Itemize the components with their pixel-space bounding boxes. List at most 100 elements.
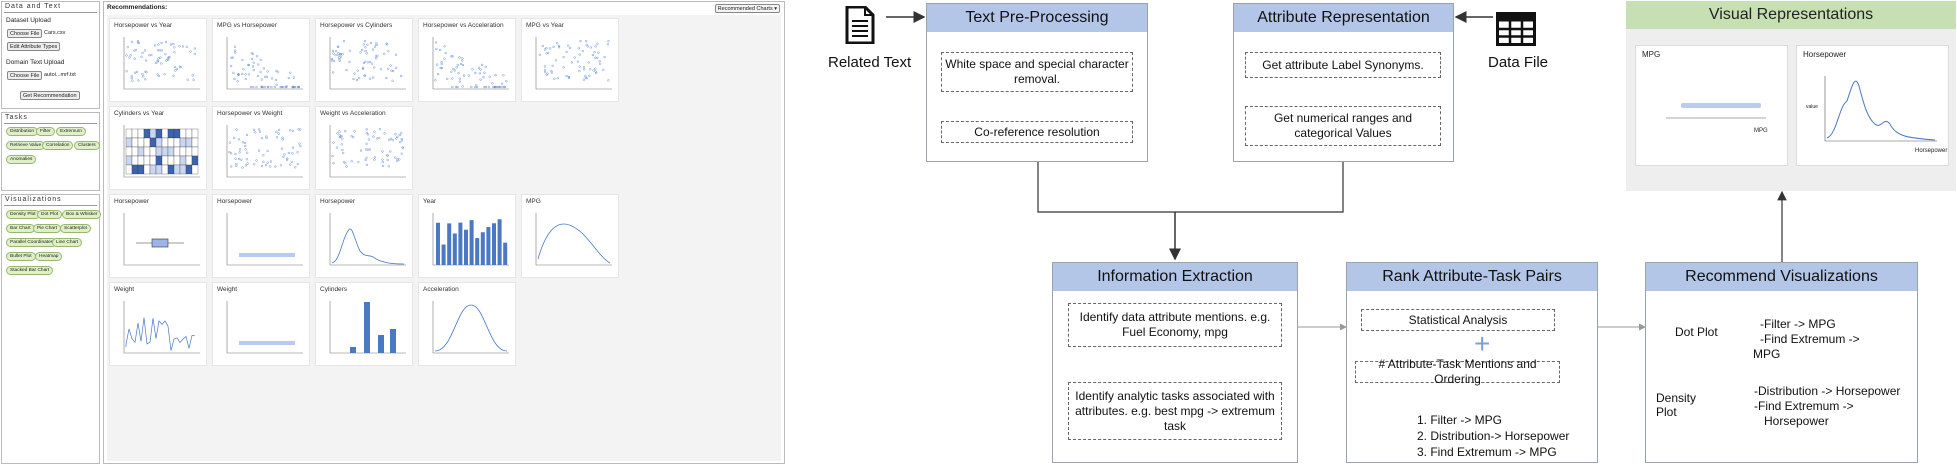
task-chip[interactable]: Anomalies — [6, 155, 37, 164]
chart-card[interactable]: Horsepower vs Weight — [212, 106, 310, 190]
chart-thumbnail — [329, 37, 406, 90]
visualizations-panel: Visualizations Density Plot Dot Plot Box… — [1, 194, 102, 464]
horsepower-density-plot: Horsepower Horsepower value — [1796, 45, 1949, 166]
task-chip[interactable]: Distribution — [6, 127, 38, 136]
rank-item: 1. Filter -> MPG — [1417, 413, 1503, 427]
chart-card-title: Cylinders vs Year — [114, 110, 165, 117]
get-recommendation-button[interactable]: Get Recommendation — [20, 91, 80, 100]
task-chip[interactable]: Extremum — [56, 127, 86, 136]
chart-card[interactable]: Horsepower — [212, 194, 310, 278]
vis-chip[interactable]: Bullet Plot — [6, 252, 36, 261]
chart-card[interactable]: Cylinders — [315, 282, 413, 366]
chart-card[interactable]: Horsepower vs Cylinders — [315, 18, 413, 102]
box-title: Attribute Representation — [1234, 4, 1453, 32]
recommendations-panel: Recommendations: Recommended Charts ▾ Ho… — [103, 1, 785, 464]
chart-card[interactable]: Horsepower vs Acceleration — [418, 18, 516, 102]
choose-text-file-button[interactable]: Choose File — [7, 71, 43, 80]
chart-thumbnail — [432, 301, 509, 354]
svg-text:value: value — [1806, 104, 1818, 110]
box-title: Text Pre-Processing — [927, 4, 1147, 32]
ranges-values-step: Get numerical ranges and categorical Val… — [1245, 106, 1441, 146]
chart-thumbnail — [226, 213, 303, 266]
chart-card-title: Horsepower vs Cylinders — [320, 22, 393, 29]
chart-card-title: MPG vs Year — [526, 22, 564, 29]
task-chip[interactable]: Correlation — [42, 141, 74, 150]
statistical-analysis-step: Statistical Analysis — [1361, 309, 1555, 331]
dot-plot-task: MPG — [1753, 347, 1781, 361]
attribute-representation-box: Attribute Representation Get attribute L… — [1233, 3, 1454, 162]
box-title: Rank Attribute-Task Pairs — [1347, 263, 1597, 291]
vis-chip[interactable]: Dot Plot — [37, 210, 63, 219]
rank-attribute-task-box: Rank Attribute-Task Pairs Statistical An… — [1346, 262, 1598, 463]
choose-file-button[interactable]: Choose File — [7, 29, 43, 38]
chart-card[interactable]: MPG — [521, 194, 619, 278]
recommendations-title: Recommendations: — [107, 4, 168, 11]
chart-card[interactable]: Year — [418, 194, 516, 278]
panel-title: Visualizations — [5, 196, 62, 203]
chart-card[interactable]: Horsepower — [315, 194, 413, 278]
svg-text:Horsepower: Horsepower — [1915, 148, 1947, 154]
vis-chip[interactable]: Line Chart — [52, 238, 83, 247]
chart-card[interactable]: Cylinders vs Year — [109, 106, 207, 190]
vis-chip[interactable]: Density Plot — [6, 210, 40, 219]
chart-card-title: Horsepower — [217, 198, 253, 205]
chart-thumbnail — [432, 37, 509, 90]
chart-card-title: Horsepower vs Acceleration — [423, 22, 504, 29]
rank-item: 2. Distribution-> Horsepower — [1417, 429, 1570, 443]
chart-card[interactable]: MPG vs Year — [521, 18, 619, 102]
charts-dropdown[interactable]: Recommended Charts ▾ — [714, 4, 780, 13]
task-chip[interactable]: Retrieve Value — [6, 141, 46, 150]
vis-chip[interactable]: Stacked Bar Chart — [6, 266, 54, 275]
chart-card[interactable]: Horsepower vs Year — [109, 18, 207, 102]
chart-title: MPG — [1642, 50, 1661, 59]
chart-card-title: Acceleration — [423, 286, 459, 293]
vis-chip[interactable]: Scatterplot — [60, 224, 91, 233]
visual-representations-box: Visual Representations MPG MPG Horsepowe… — [1626, 1, 1956, 191]
task-chip[interactable]: Filter — [36, 127, 55, 136]
chart-thumbnail — [123, 125, 200, 178]
chart-thumbnail — [535, 37, 612, 90]
chart-card[interactable]: Weight — [109, 282, 207, 366]
chart-thumbnail — [226, 301, 303, 354]
panel-title: Tasks — [5, 114, 28, 121]
vis-chip[interactable]: Pie Chart — [33, 224, 61, 233]
chart-card-title: MPG vs Horsepower — [217, 22, 277, 29]
chart-card-title: Horsepower — [114, 198, 150, 205]
chart-thumbnail — [535, 213, 612, 266]
chart-thumbnail — [226, 37, 303, 90]
chart-thumbnail — [329, 125, 406, 178]
vis-chip[interactable]: Bar Chart — [6, 224, 35, 233]
density-plot-task: -Find Extremum -> — [1754, 399, 1854, 413]
chart-card[interactable]: Horsepower — [109, 194, 207, 278]
box-title: Information Extraction — [1053, 263, 1297, 291]
svg-text:MPG: MPG — [1754, 128, 1768, 134]
chart-card-title: Year — [423, 198, 437, 205]
vis-chip[interactable]: Parallel Coordinates — [6, 238, 58, 247]
chart-card[interactable]: Weight vs Acceleration — [315, 106, 413, 190]
chart-card-title: Horsepower — [320, 198, 356, 205]
dot-strip — [1666, 103, 1766, 119]
domain-file-name: autoi...mrf.txt — [44, 72, 76, 78]
dot-plot-task: -Filter -> MPG — [1760, 317, 1836, 331]
dot-plot-label: Dot Plot — [1675, 325, 1718, 339]
chart-card-title: Cylinders — [320, 286, 348, 293]
ui-screenshot: Data and Text Dataset Upload Choose File… — [0, 0, 786, 465]
task-chip[interactable]: Clusters — [74, 141, 100, 150]
chart-card-title: Weight — [217, 286, 238, 293]
chart-card[interactable]: Weight — [212, 282, 310, 366]
chart-thumbnail — [123, 301, 200, 354]
rank-item: 3. Find Extremum -> MPG — [1417, 445, 1557, 459]
dataset-file-name: Cars.csv — [44, 30, 66, 36]
vis-chip[interactable]: Heatmap — [35, 252, 63, 261]
chart-card[interactable]: Acceleration — [418, 282, 516, 366]
text-preprocessing-box: Text Pre-Processing White space and spec… — [926, 3, 1148, 162]
plus-icon: + — [1474, 328, 1491, 359]
edit-attribute-types-button[interactable]: Edit Attribute Types — [7, 42, 61, 51]
analytic-tasks-step: Identify analytic tasks associated with … — [1068, 382, 1282, 440]
panel-title: Data and Text — [5, 3, 62, 10]
chart-title: Horsepower — [1803, 50, 1847, 59]
vis-chip[interactable]: Box & Whisker — [62, 210, 102, 219]
chart-card[interactable]: MPG vs Horsepower — [212, 18, 310, 102]
density-plot-label: Density Plot — [1656, 391, 1697, 419]
attribute-mentions-step: Identify data attribute mentions. e.g. F… — [1068, 303, 1282, 347]
